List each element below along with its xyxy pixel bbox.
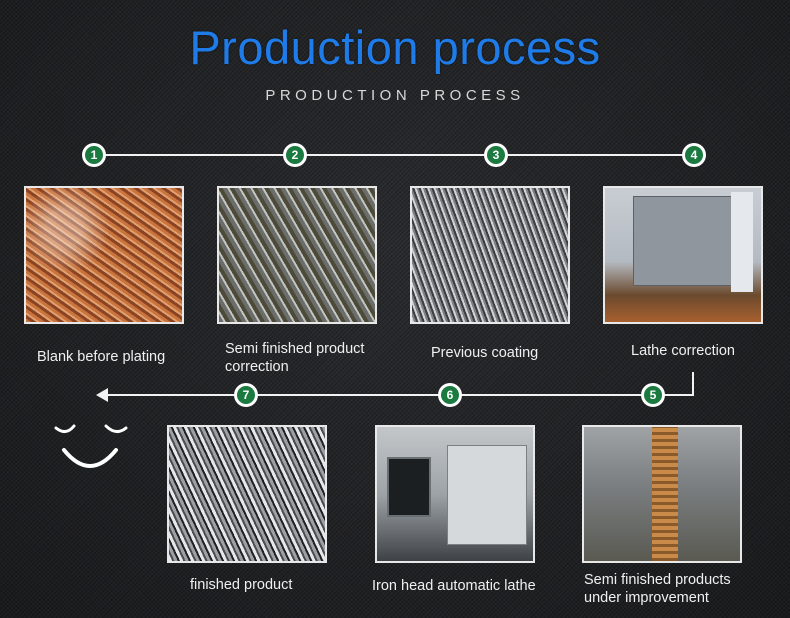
step-badge-5: 5 [641, 383, 665, 407]
step-badge-1: 1 [82, 143, 106, 167]
step-photo-lathe-correction [603, 186, 763, 324]
page-title: Production process [189, 21, 601, 74]
timeline-top-line [95, 154, 693, 156]
step-caption-5: Semi finished products under improvement [584, 572, 731, 606]
step-caption-4: Lathe correction [631, 343, 735, 359]
timeline-connector [692, 372, 694, 395]
step-caption-1: Blank before plating [37, 349, 166, 365]
step-photo-finished-product [167, 425, 327, 563]
step-badge-4: 4 [682, 143, 706, 167]
step-photo-semi-finished-correction [217, 186, 377, 324]
timeline-bottom-line [108, 394, 694, 396]
step-badge-2: 2 [283, 143, 307, 167]
arrow-left-icon [96, 388, 108, 402]
step-photo-semi-finished-improvement [582, 425, 742, 563]
step-caption-6: Iron head automatic lathe [372, 578, 536, 594]
step-caption-2: Semi finished product correction [225, 341, 365, 375]
step-caption-7: finished product [190, 577, 293, 593]
step-caption-3: Previous coating [431, 345, 539, 361]
step-photo-iron-head-lathe [375, 425, 535, 563]
step-badge-6: 6 [438, 383, 462, 407]
step-photo-previous-coating [410, 186, 570, 324]
step-photo-blank-before-plating [24, 186, 184, 324]
smiley-face-icon [54, 424, 128, 468]
step-badge-7: 7 [234, 383, 258, 407]
step-badge-3: 3 [484, 143, 508, 167]
page-subtitle: PRODUCTION PROCESS [265, 87, 525, 104]
